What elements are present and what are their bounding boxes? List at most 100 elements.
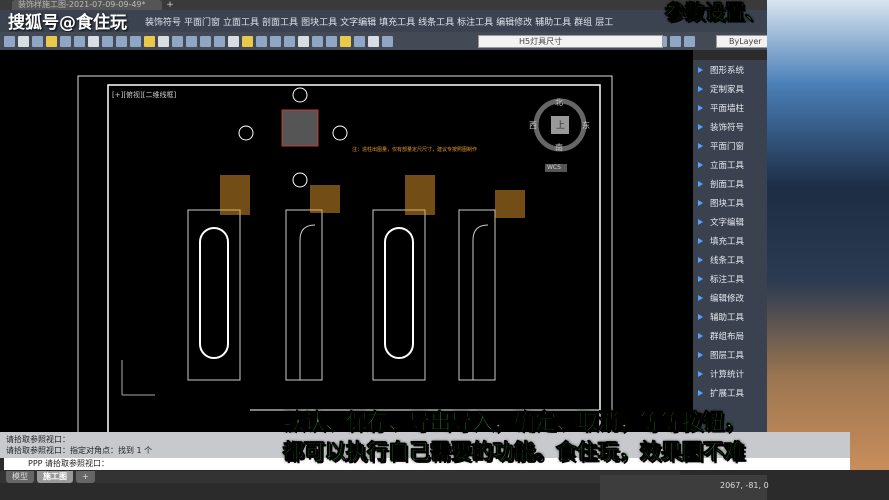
toolbar-button[interactable]: [102, 35, 113, 47]
toolbar-button[interactable]: [60, 35, 71, 47]
compass-east[interactable]: 东: [582, 121, 590, 130]
menu-item[interactable]: 图块工具: [301, 17, 338, 28]
expand-arrow-icon: [698, 218, 703, 225]
panel-item[interactable]: 图块工具: [693, 193, 767, 212]
menu-item[interactable]: 群组: [574, 17, 593, 28]
toolbar-button[interactable]: [284, 35, 295, 47]
layer-dropdown[interactable]: H5灯具尺寸: [478, 35, 663, 48]
toolbar-button[interactable]: [144, 35, 155, 47]
tab-model[interactable]: 模型: [6, 471, 34, 483]
expand-arrow-icon: [698, 104, 703, 111]
compass-south[interactable]: 南: [555, 143, 563, 152]
presenter-video: [767, 0, 889, 470]
toolbar-button[interactable]: [256, 35, 267, 47]
panel-item[interactable]: 计算统计: [693, 364, 767, 383]
panel-item-label: 平面墙柱: [710, 103, 745, 114]
panel-item[interactable]: 立面工具: [693, 155, 767, 174]
toolbar-button[interactable]: [382, 35, 393, 47]
toolbar-button[interactable]: [242, 35, 253, 47]
panel-item[interactable]: 定制家具: [693, 79, 767, 98]
panel-item[interactable]: 平面门窗: [693, 136, 767, 155]
toolbar-button[interactable]: [270, 35, 281, 47]
expand-arrow-icon: [698, 313, 703, 320]
toolbar-button[interactable]: [312, 35, 323, 47]
panel-item-label: 填充工具: [710, 236, 745, 247]
menu-item[interactable]: 文字编辑: [340, 17, 377, 28]
toolbar-button[interactable]: [368, 35, 379, 47]
expand-arrow-icon: [698, 389, 703, 396]
menu-item[interactable]: 线条工具: [418, 17, 455, 28]
compass-north[interactable]: 北: [555, 98, 563, 107]
panel-item[interactable]: 群组布局: [693, 326, 767, 345]
toolbar-button[interactable]: [326, 35, 337, 47]
toolbar-button[interactable]: [46, 35, 57, 47]
panel-item-label: 图形系统: [710, 65, 745, 76]
panel-item[interactable]: 扩展工具: [693, 383, 767, 402]
subtitle-line-2: 都可以执行自己需要的功能。食住玩，效果图不难: [283, 440, 746, 465]
toolbar-button[interactable]: [340, 35, 351, 47]
panel-item-label: 剖面工具: [710, 179, 745, 190]
panel-item[interactable]: 图形系统: [693, 60, 767, 79]
toolbar: [0, 32, 889, 50]
toolbar-button[interactable]: [74, 35, 85, 47]
compass-west[interactable]: 西: [529, 121, 537, 130]
menu-item[interactable]: 编辑修改: [496, 17, 533, 28]
compass-top[interactable]: 上: [556, 121, 566, 131]
viewport-label[interactable]: [+][俯视][二维线框]: [112, 91, 177, 99]
toolbar-button[interactable]: [200, 35, 211, 47]
menu-item[interactable]: 平面门窗: [184, 17, 221, 28]
panel-item[interactable]: 装饰符号: [693, 117, 767, 136]
toolbar-button[interactable]: [298, 35, 309, 47]
command-line: 请拾取参照视口：: [6, 435, 70, 444]
panel-item[interactable]: 辅助工具: [693, 307, 767, 326]
panel-item[interactable]: 剖面工具: [693, 174, 767, 193]
panel-item-label: 图层工具: [710, 350, 745, 361]
expand-arrow-icon: [698, 351, 703, 358]
toolbar-button[interactable]: [670, 35, 681, 47]
panel-item[interactable]: 图层工具: [693, 345, 767, 364]
menu-item[interactable]: 剖面工具: [262, 17, 299, 28]
panel-item[interactable]: 线条工具: [693, 250, 767, 269]
menu-item[interactable]: 填充工具: [379, 17, 416, 28]
menu-item[interactable]: 层工: [595, 17, 614, 28]
toolbar-button[interactable]: [4, 35, 15, 47]
panel-item[interactable]: 标注工具: [693, 269, 767, 288]
panel-item[interactable]: 填充工具: [693, 231, 767, 250]
coordinates-readout: 2067, -81, 0: [720, 481, 769, 490]
panel-item-label: 平面门窗: [710, 141, 745, 152]
panel-item-label: 图块工具: [710, 198, 745, 209]
toolbar-button[interactable]: [228, 35, 239, 47]
drawing-note: 注：造柱出图量，仅有部量定尺尺寸，建议专按照图制作: [352, 147, 478, 153]
menu-item[interactable]: 辅助工具: [535, 17, 572, 28]
panel-item[interactable]: 编辑修改: [693, 288, 767, 307]
expand-arrow-icon: [698, 123, 703, 130]
expand-arrow-icon: [698, 275, 703, 282]
command-input[interactable]: PPP 请拾取参照视口：: [4, 458, 850, 470]
toolbar-button[interactable]: [116, 35, 127, 47]
document-tab[interactable]: 装饰样施工图-2021-07-09-09-49*: [12, 0, 162, 10]
panel-item-label: 定制家具: [710, 84, 745, 95]
toolbar-button[interactable]: [684, 35, 695, 47]
toolbar-button[interactable]: [186, 35, 197, 47]
wcs-menu[interactable]: WCS: [547, 164, 561, 171]
toolbar-button[interactable]: [88, 35, 99, 47]
panel-item[interactable]: 文字编辑: [693, 212, 767, 231]
menu-item[interactable]: 立面工具: [223, 17, 260, 28]
status-bar: [600, 475, 767, 500]
toolbar-button[interactable]: [172, 35, 183, 47]
toolbar-button[interactable]: [158, 35, 169, 47]
toolbar-button[interactable]: [32, 35, 43, 47]
menu-item[interactable]: 标注工具: [457, 17, 494, 28]
menu-item[interactable]: 装饰符号: [145, 17, 182, 28]
toolbar-button[interactable]: [214, 35, 225, 47]
tab-layout[interactable]: 施工图: [37, 471, 73, 483]
add-layout-button[interactable]: +: [76, 471, 95, 483]
toolbar-button[interactable]: [130, 35, 141, 47]
toolbar-button[interactable]: [18, 35, 29, 47]
new-tab-button[interactable]: +: [166, 0, 174, 10]
tool-panel: 图形系统定制家具平面墙柱装饰符号平面门窗立面工具剖面工具图块工具文字编辑填充工具…: [693, 60, 767, 432]
panel-item[interactable]: 平面墙柱: [693, 98, 767, 117]
drawing-canvas[interactable]: [0, 50, 693, 437]
toolbar-button[interactable]: [354, 35, 365, 47]
panel-item-label: 线条工具: [710, 255, 745, 266]
